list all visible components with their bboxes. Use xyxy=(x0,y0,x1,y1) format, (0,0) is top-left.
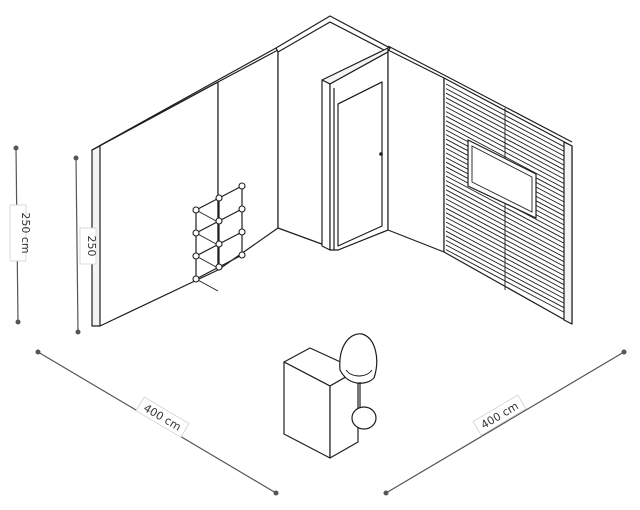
counter xyxy=(283,347,359,459)
shelf-joint xyxy=(192,252,200,260)
back-left-wall xyxy=(217,47,279,271)
shelf-joint xyxy=(215,217,223,225)
shelf-joint xyxy=(192,275,200,283)
shelf-depth xyxy=(195,232,219,246)
shelf-joint xyxy=(192,206,200,214)
height-inner-label: 250 xyxy=(85,236,98,257)
shelf-joint xyxy=(238,182,246,190)
left-wall xyxy=(91,79,219,327)
dimension-width-right: 400 cm xyxy=(383,349,627,496)
shelf-joint xyxy=(238,251,246,259)
shelf-depth xyxy=(195,255,219,269)
window xyxy=(467,139,537,219)
door-handle xyxy=(379,152,383,156)
shelf-joint xyxy=(238,228,246,236)
right-wall xyxy=(387,45,573,325)
height-outer-label: 250 cm xyxy=(19,212,32,253)
cube-shelf xyxy=(192,182,246,292)
shelf-depth xyxy=(195,209,219,223)
door-column xyxy=(275,15,391,251)
slatwall-panel xyxy=(445,83,565,313)
shelf-depth xyxy=(195,278,219,292)
dimension-width-left: 400 cm xyxy=(35,349,279,496)
shelf-joint xyxy=(192,229,200,237)
shelf-joint xyxy=(215,263,223,271)
dimension-height-inner: 250 xyxy=(73,155,98,335)
shelf-joint xyxy=(238,205,246,213)
shelf-joint xyxy=(215,194,223,202)
dimension-height-outer: 250 cm xyxy=(9,145,32,325)
chair xyxy=(339,333,378,430)
door xyxy=(337,81,383,247)
shelf-joint xyxy=(215,240,223,248)
